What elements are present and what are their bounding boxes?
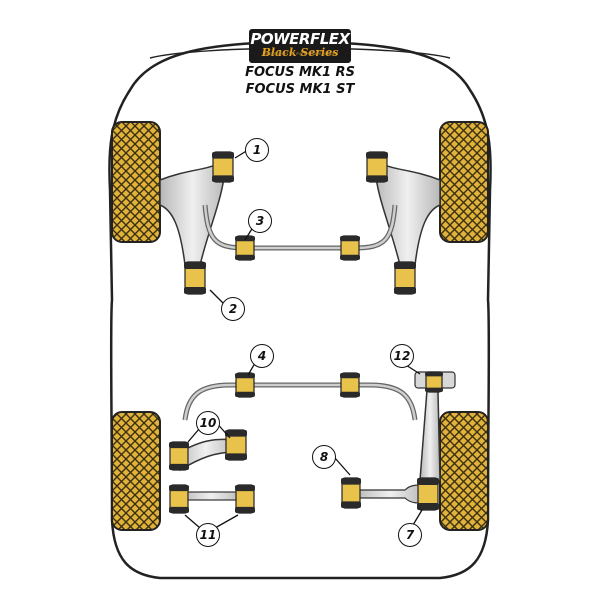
bushing-rear-left-upper-inner <box>169 442 189 470</box>
bushing-rear-right-top <box>425 372 443 392</box>
model-line-2: FOCUS MK1 ST <box>0 82 600 97</box>
callout-11: 11 <box>196 523 220 547</box>
bushing-rear-left-upper-outer <box>225 430 247 460</box>
callout-3: 3 <box>248 209 272 233</box>
bushing-rear-right-lower-outer <box>417 478 439 510</box>
rear-left-lower-link <box>180 492 242 500</box>
bushing-front-right-1 <box>366 152 388 182</box>
bushing-rear-right-lower-inner <box>341 478 361 508</box>
bushing-front-left-1 <box>212 152 234 182</box>
brand-tagline: Engineered for more · Made to last <box>0 51 600 56</box>
bushing-front-right-2 <box>394 262 416 294</box>
tyre-front-left <box>112 122 160 242</box>
tyre-rear-left <box>112 412 160 530</box>
powerflex-logo: POWERFLEX Black Series <box>249 29 351 63</box>
model-line-1: FOCUS MK1 RS <box>0 65 600 80</box>
callout-2: 2 <box>221 297 245 321</box>
bushing-rear-arb-right <box>340 373 360 397</box>
bushing-front-left-2 <box>184 262 206 294</box>
callout-10: 10 <box>196 411 220 435</box>
tyre-front-right <box>440 122 488 242</box>
bushing-front-arb-right <box>340 236 360 260</box>
callout-12: 12 <box>390 344 414 368</box>
callout-4: 4 <box>250 344 274 368</box>
tyre-rear-right <box>440 412 488 530</box>
bushing-rear-left-lower-outer <box>235 485 255 513</box>
callout-1: 1 <box>245 138 269 162</box>
callout-8: 8 <box>312 445 336 469</box>
bushing-rear-arb-left <box>235 373 255 397</box>
bushing-rear-left-lower-inner <box>169 485 189 513</box>
callout-7: 7 <box>398 523 422 547</box>
